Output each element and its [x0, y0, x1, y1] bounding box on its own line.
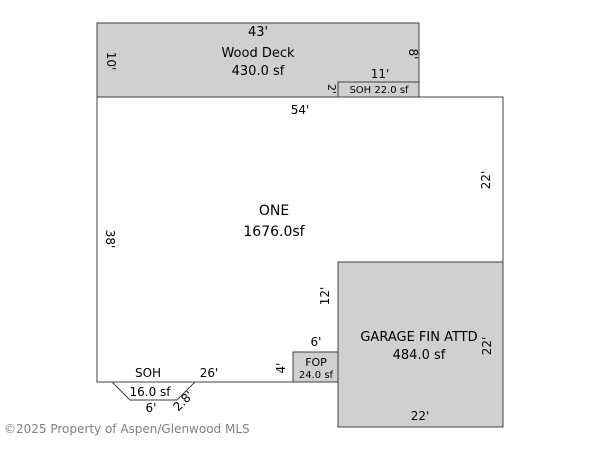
soh-top-height-dimension: 2'	[325, 84, 338, 94]
deck-name-label: Wood Deck	[221, 46, 295, 61]
main-name-label: ONE	[259, 203, 289, 219]
garage-name-label: GARAGE FIN ATTD	[360, 330, 477, 345]
soh-bottom-area-label: 16.0 sf	[129, 385, 171, 399]
main-left-dimension: 38'	[103, 230, 117, 249]
deck-area-label: 430.0 sf	[232, 64, 285, 79]
fop-area	[292, 351, 339, 383]
main-bottom-dimension: 26'	[200, 366, 219, 380]
soh-top-label: SOH 22.0 sf	[349, 85, 409, 96]
fop-width-dimension: 6'	[311, 335, 322, 349]
soh-top-width-dimension: 11'	[371, 67, 390, 81]
soh-bottom-width-dimension: 6'	[146, 401, 157, 415]
main-area-label: 1676.0sf	[243, 224, 305, 240]
fop-name-label: FOP	[305, 356, 327, 369]
garage-right-dimension: 22'	[480, 337, 494, 356]
deck-top-dimension: 43'	[248, 25, 268, 40]
fop-area-label: 24.0 sf	[299, 370, 334, 381]
deck-left-dimension: 10'	[104, 52, 118, 71]
main-top-dimension: 54'	[291, 103, 310, 117]
soh-bottom-name-label: SOH	[135, 366, 161, 380]
main-garage-side-dimension: 12'	[318, 287, 332, 306]
garage-area	[337, 261, 504, 428]
main-right-dimension: 22'	[479, 171, 493, 190]
deck-right-dimension: 8'	[406, 49, 420, 60]
fop-height-dimension: 4'	[274, 363, 288, 374]
garage-area-label: 484.0 sf	[393, 348, 446, 363]
soh-bottom-area	[110, 381, 197, 401]
copyright-watermark: ©2025 Property of Aspen/Glenwood MLS	[4, 422, 250, 436]
garage-bottom-dimension: 22'	[411, 409, 430, 423]
